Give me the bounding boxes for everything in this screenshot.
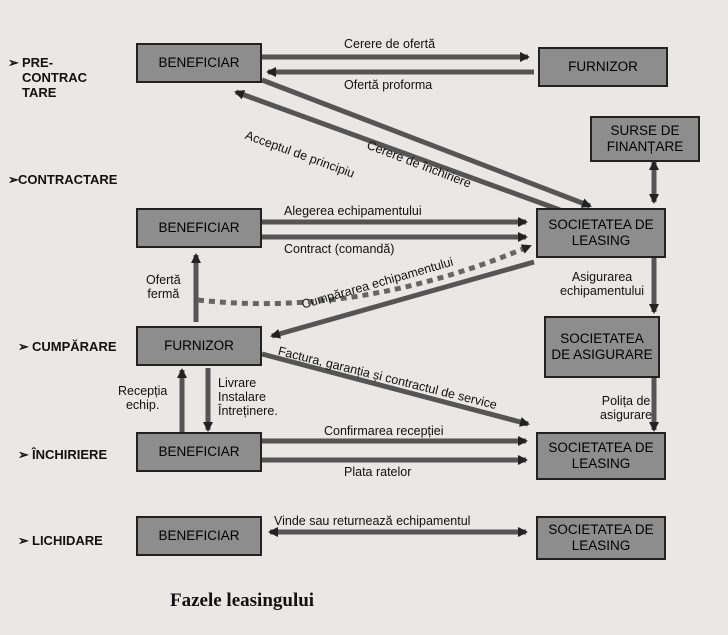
box-furnizor-1: FURNIZOR	[538, 47, 668, 87]
phase-contractare: ➢CONTRACTARE	[8, 172, 118, 187]
label-receptia-echip: Recepția echip.	[118, 384, 168, 412]
label-cerere-oferta: Cerere de ofertă	[344, 37, 436, 51]
caption-fazele-leasingului: Fazele leasingului	[170, 590, 315, 611]
label-polita-asigurare: Polița de asigurare	[600, 394, 653, 422]
label-oferta-ferma: Ofertă fermă	[146, 273, 181, 301]
box-societatea-asigurare: SOCIETATEA DE ASIGURARE	[544, 316, 660, 378]
label-contract-comanda: Contract (comandă)	[284, 242, 395, 256]
box-beneficiar-4: BENEFICIAR	[136, 516, 262, 556]
phase-inchiriere: ➢ÎNCHIRIERE	[18, 447, 108, 462]
phase-marker-icon: ➢	[18, 339, 29, 354]
box-beneficiar-1: BENEFICIAR	[136, 43, 262, 83]
arrow-factura	[261, 351, 530, 427]
box-societatea-leasing-1: SOCIETATEA DE LEASING	[536, 208, 666, 258]
phase-marker-icon: ➢	[8, 55, 19, 70]
phase-marker-icon: ➢	[18, 533, 29, 548]
phase-lichidare: ➢LICHIDARE	[18, 533, 103, 548]
arrow-acceptul	[234, 89, 561, 213]
phase-marker-icon: ➢	[8, 172, 19, 187]
label-confirmarea-receptiei: Confirmarea recepției	[324, 424, 444, 438]
label-vinde-returneaza: Vinde sau returnează echipamentul	[274, 514, 471, 528]
phase-pre-contractare: ➢PRE- CONTRAC TARE	[8, 55, 87, 100]
box-surse-finantare: SURSE DE FINANȚARE	[590, 116, 700, 162]
phase-marker-icon: ➢	[18, 447, 29, 462]
box-furnizor-2: FURNIZOR	[136, 326, 262, 366]
phase-cumparare: ➢CUMPĂRARE	[18, 339, 117, 354]
arrow-cerere-inchiriere	[261, 77, 592, 209]
box-beneficiar-2: BENEFICIAR	[136, 208, 262, 248]
box-societatea-leasing-3: SOCIETATEA DE LEASING	[536, 516, 666, 560]
label-alegerea-echipamentului: Alegerea echipamentului	[284, 204, 422, 218]
label-oferta-proforma: Ofertă proforma	[344, 78, 433, 92]
label-plata-ratelor: Plata ratelor	[344, 465, 412, 479]
label-asigurarea-echipamentului: Asigurarea echipamentului	[560, 270, 645, 298]
box-societatea-leasing-2: SOCIETATEA DE LEASING	[536, 432, 666, 480]
label-livrare-instalare: Livrare Instalare Întreținere.	[218, 376, 278, 418]
arrow-cumpararea	[270, 259, 535, 339]
box-beneficiar-3: BENEFICIAR	[136, 432, 262, 472]
